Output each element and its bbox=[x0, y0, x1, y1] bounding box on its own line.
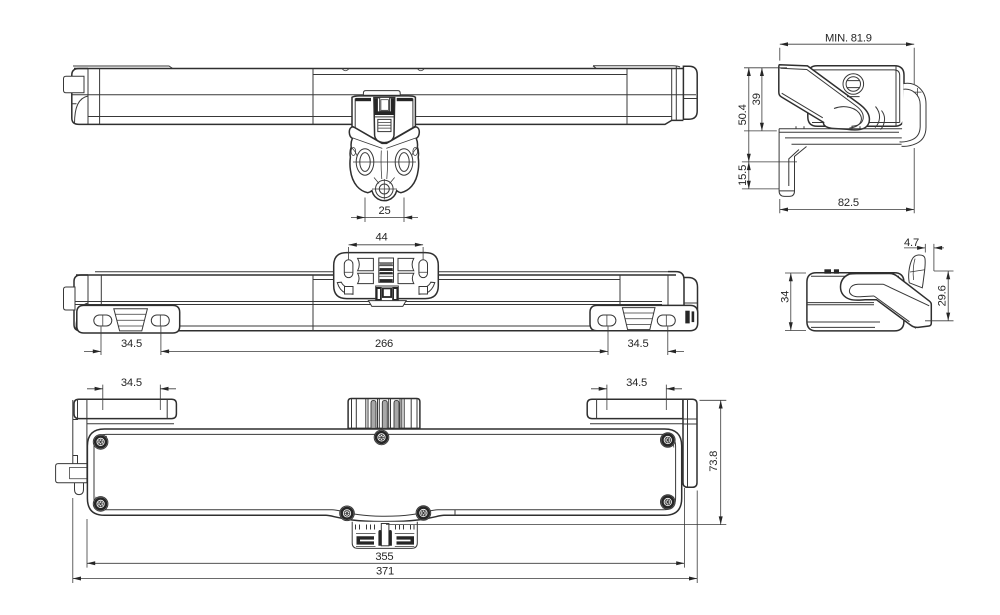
svg-text:73.8: 73.8 bbox=[708, 451, 720, 472]
svg-text:34: 34 bbox=[780, 291, 792, 303]
svg-text:44: 44 bbox=[375, 232, 387, 244]
svg-text:34.5: 34.5 bbox=[628, 338, 649, 350]
svg-text:82.5: 82.5 bbox=[838, 197, 859, 209]
svg-text:34.5: 34.5 bbox=[121, 338, 142, 350]
svg-text:34.5: 34.5 bbox=[121, 377, 142, 389]
svg-text:15.5: 15.5 bbox=[737, 165, 749, 186]
svg-text:4.7: 4.7 bbox=[904, 237, 919, 249]
svg-text:39: 39 bbox=[751, 93, 763, 105]
svg-text:MIN. 81.9: MIN. 81.9 bbox=[825, 32, 872, 44]
svg-text:355: 355 bbox=[375, 551, 393, 563]
svg-text:29.6: 29.6 bbox=[936, 285, 948, 306]
svg-text:50.4: 50.4 bbox=[737, 104, 749, 125]
svg-text:371: 371 bbox=[376, 566, 394, 578]
svg-text:266: 266 bbox=[375, 338, 393, 350]
svg-text:25: 25 bbox=[378, 205, 390, 217]
svg-text:34.5: 34.5 bbox=[626, 377, 647, 389]
